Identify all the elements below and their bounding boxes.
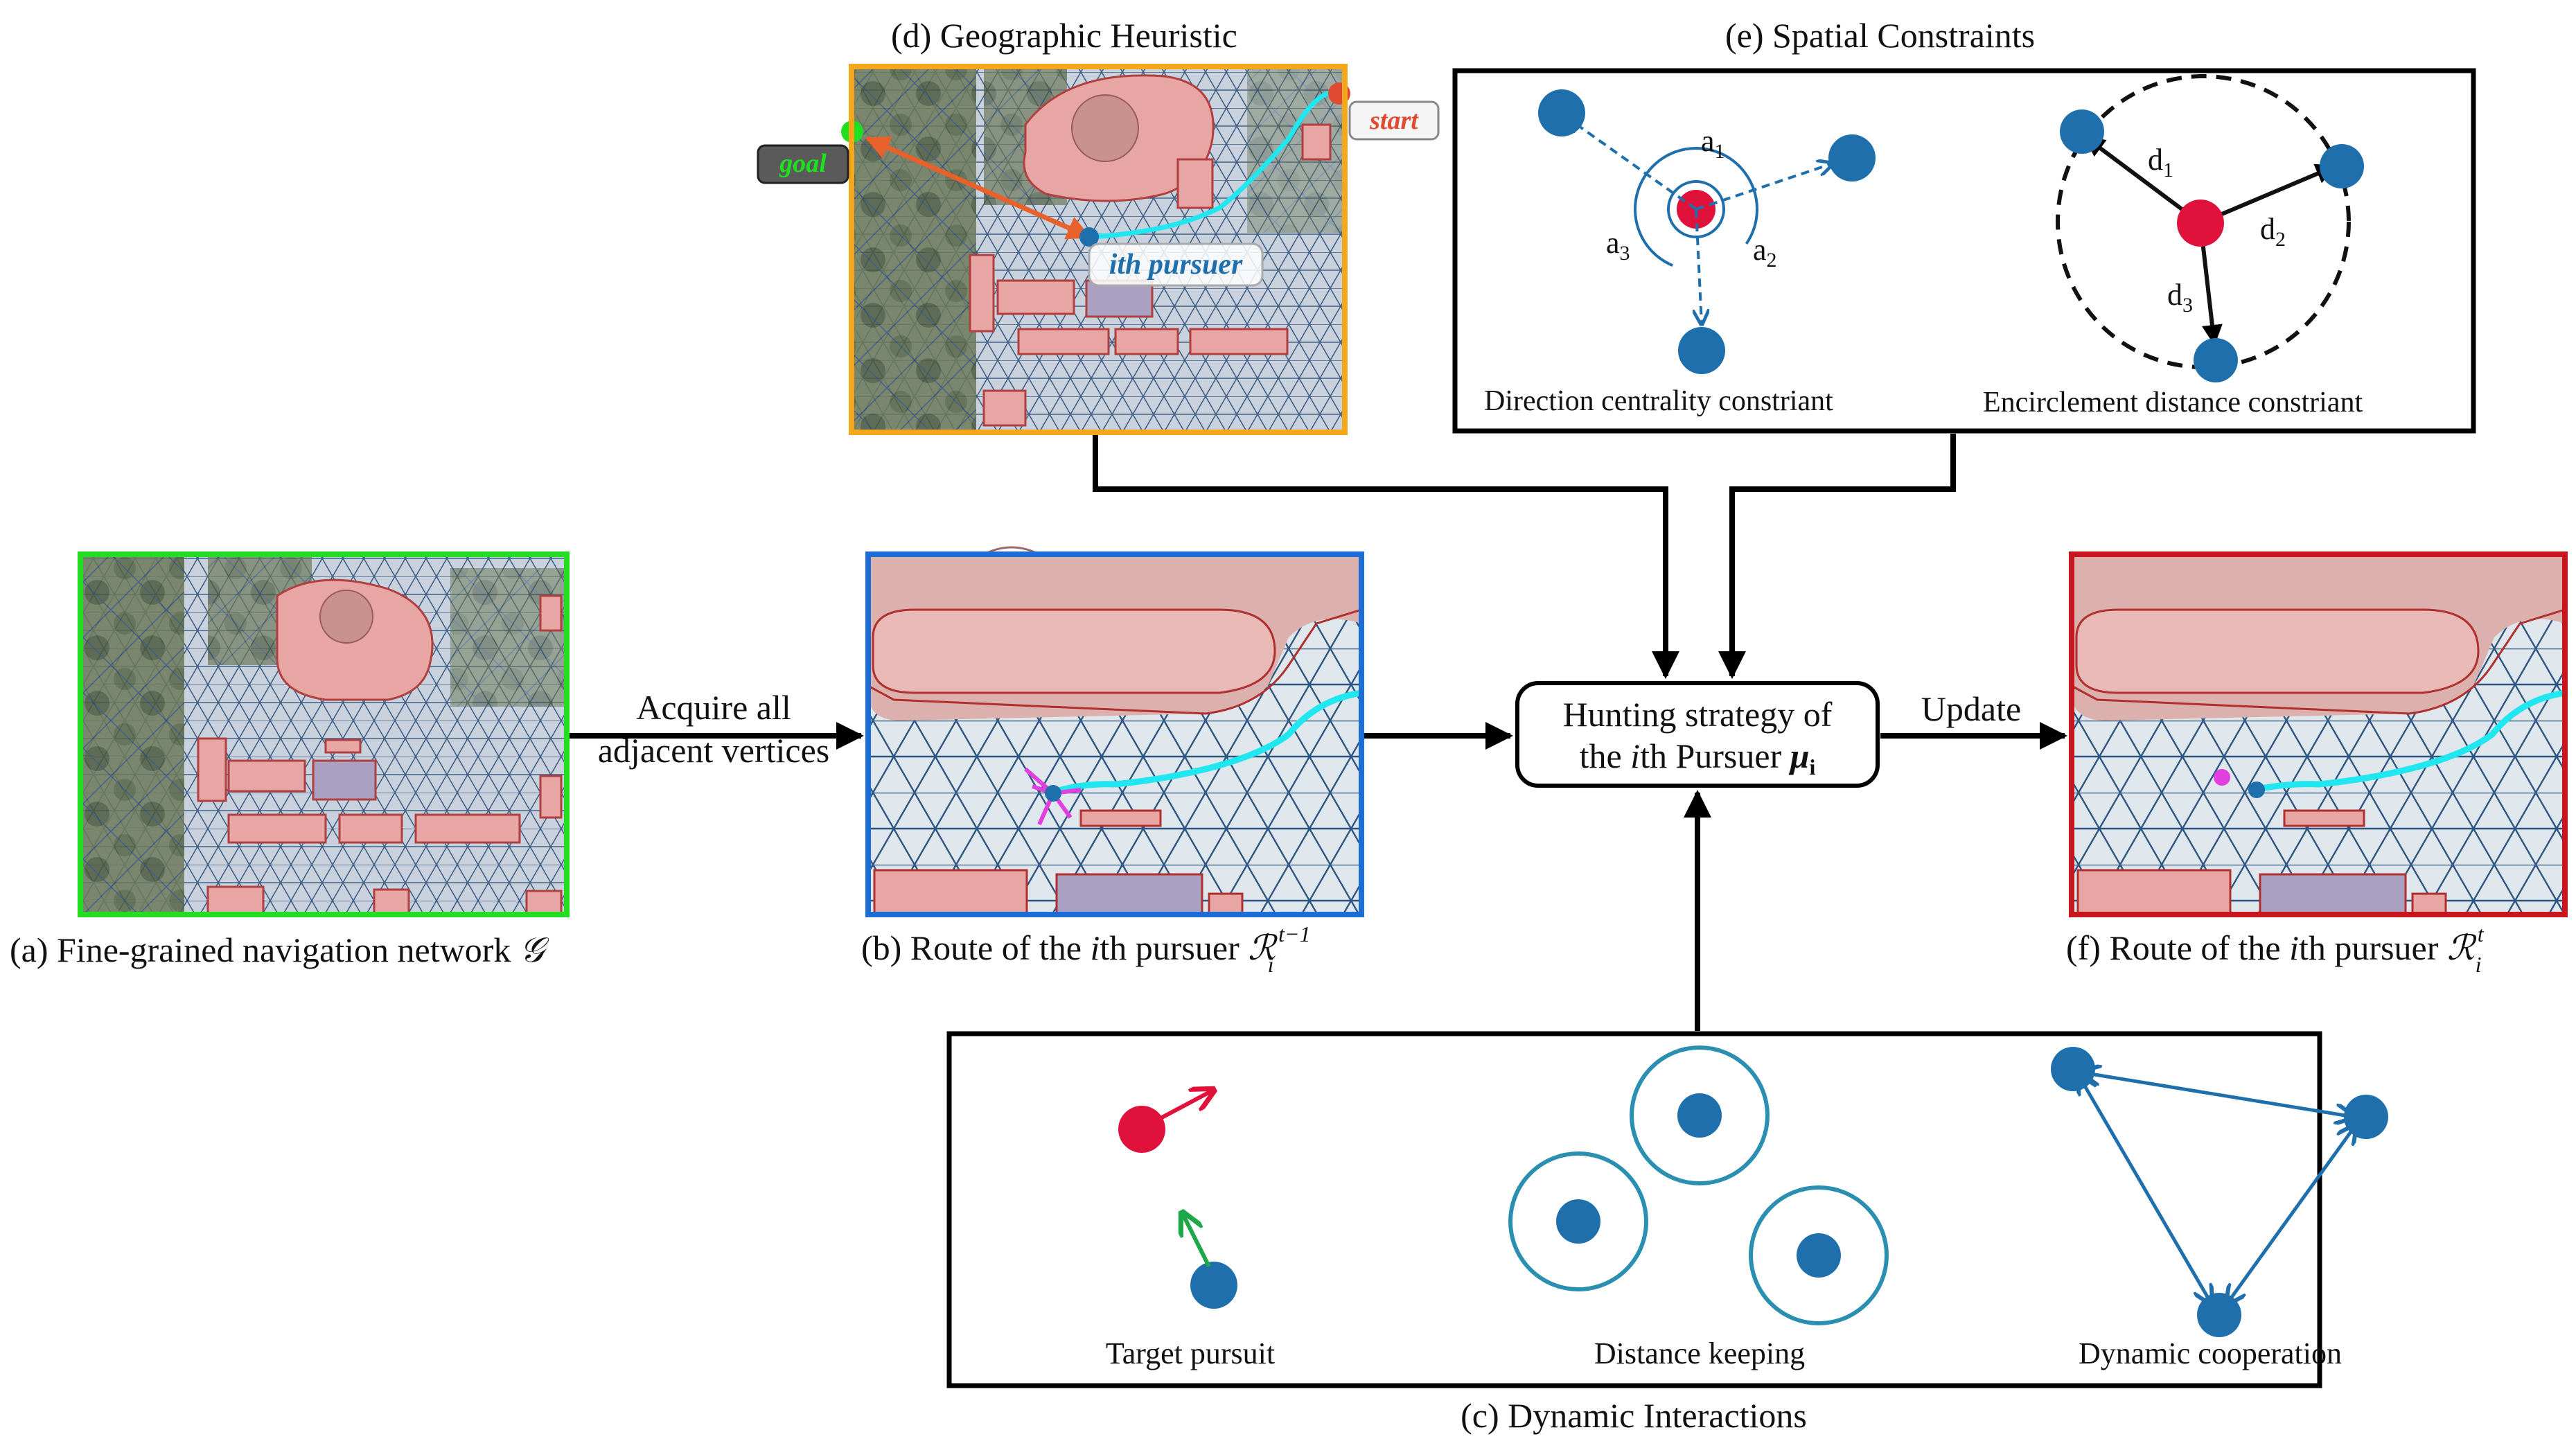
goal-badge: goal xyxy=(757,144,849,184)
distance-d3: d3 xyxy=(2167,278,2193,317)
hunting-strategy-line1: Hunting strategy of xyxy=(1563,695,1833,734)
svg-text:start: start xyxy=(1369,106,1419,135)
svg-text:goal: goal xyxy=(779,149,827,178)
panel-e-frame xyxy=(1452,68,2476,434)
encirclement-distance: d1 d2 d3 xyxy=(2056,74,2364,382)
acquire-label-1: Acquire all xyxy=(636,688,791,727)
heuristic-arrow xyxy=(865,136,1092,240)
start-badge: start xyxy=(1348,100,1440,141)
route-f-path xyxy=(2255,689,2566,793)
direction-centrality: a1 a2 a3 xyxy=(1538,89,1876,374)
panel-a-frame xyxy=(78,551,570,917)
distance-d1: d1 xyxy=(2148,143,2173,182)
angle-a3: a3 xyxy=(1606,226,1630,265)
target-pursuit-label: Target pursuit xyxy=(1106,1336,1275,1370)
distance-keeping-label: Distance keeping xyxy=(1594,1336,1805,1370)
caption-c: (c) Dynamic Interactions xyxy=(1461,1396,1807,1435)
hunting-strategy-box xyxy=(1515,681,1880,788)
hunting-strategy-line2: the ith Pursuer μi xyxy=(1580,736,1816,779)
update-label: Update xyxy=(1921,689,2021,728)
dynamic-cooperation xyxy=(2051,1047,2388,1337)
panel-f-map xyxy=(2071,554,2566,916)
angle-a2: a2 xyxy=(1753,233,1777,272)
acquire-label-2: adjacent vertices xyxy=(598,731,830,770)
angle-a1: a1 xyxy=(1701,124,1725,163)
panel-b-map xyxy=(867,546,1362,916)
panel-f-frame xyxy=(2069,551,2568,917)
panel-d-frame xyxy=(849,64,1348,435)
distance-d2: d2 xyxy=(2260,212,2286,251)
caption-a: (a) Fine-grained navigation network 𝒢 xyxy=(10,930,549,970)
arrow-d-to-center xyxy=(1093,435,1679,679)
arrow-e-to-center xyxy=(1718,434,1956,679)
distance-keeping xyxy=(1508,1045,1889,1325)
target-pursuit xyxy=(1118,1090,1237,1309)
dynamic-cooperation-label: Dynamic cooperation xyxy=(2079,1336,2342,1370)
encirclement-distance-label: Encirclement distance constriant xyxy=(1983,387,2363,418)
caption-e: (e) Spatial Constraints xyxy=(1725,16,2035,55)
route-b-path xyxy=(1048,689,1362,797)
caption-d: (d) Geographic Heuristic xyxy=(891,16,1237,55)
connectors xyxy=(570,434,2067,1031)
svg-text:ith pursuer: ith pursuer xyxy=(1109,249,1243,281)
panel-b-frame xyxy=(865,551,1364,917)
direction-centrality-label: Direction centrality constriant xyxy=(1484,385,1833,417)
panel-a-map xyxy=(80,554,567,916)
panel-c-frame xyxy=(946,1031,2322,1388)
pursuer-badge: ith pursuer xyxy=(1088,242,1264,287)
